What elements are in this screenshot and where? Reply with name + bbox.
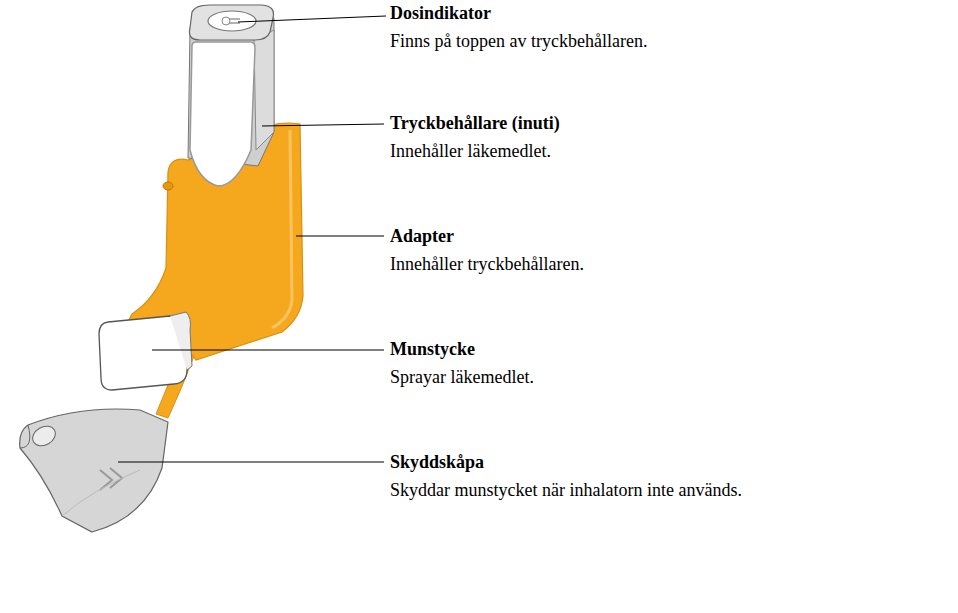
- part-description: Innehåller läkemedlet.: [390, 140, 551, 162]
- dose-indicator: [208, 11, 256, 31]
- part-name: Dosindikator: [390, 2, 491, 24]
- dose-indicator-top: [189, 5, 273, 40]
- part-name: Tryckbehållare (inuti): [390, 112, 560, 134]
- cap-arrows: [100, 468, 122, 490]
- part-name: Adapter: [390, 225, 454, 247]
- leader-lines: [118, 16, 386, 462]
- part-description: Skyddar munstycket när inhalatorn inte a…: [390, 479, 742, 501]
- part-name: Skyddskåpa: [390, 451, 484, 473]
- adapter-hole: [163, 182, 173, 190]
- part-name: Munstycke: [390, 338, 475, 360]
- part-description: Sprayar läkemedlet.: [390, 366, 534, 388]
- cap-shape: [20, 409, 168, 532]
- canister-front: [190, 42, 255, 186]
- part-description: Finns på toppen av tryckbehållaren.: [390, 30, 647, 52]
- canister-side: [254, 30, 274, 150]
- part-description: Innehåller tryckbehållaren.: [390, 253, 584, 275]
